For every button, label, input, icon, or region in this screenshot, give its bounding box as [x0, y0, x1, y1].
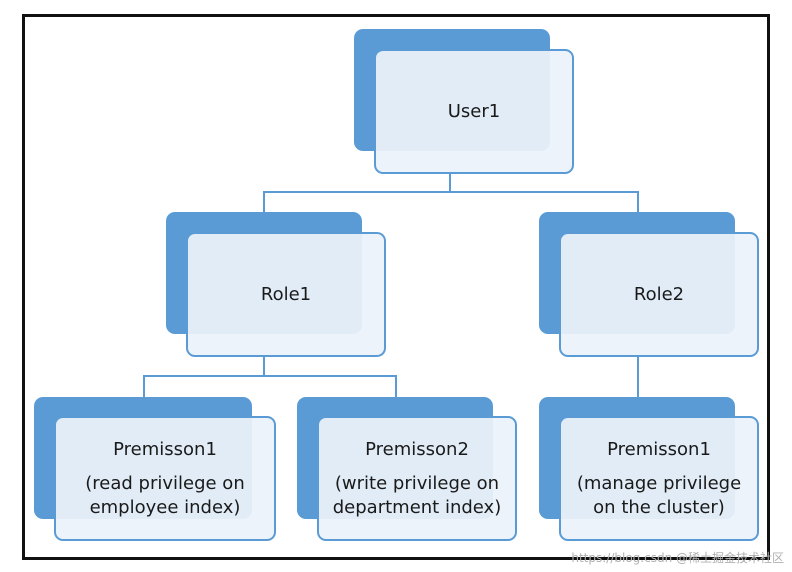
node-perm2-desc: (write privilege on department index)	[332, 472, 502, 518]
edge-user1-role2	[450, 191, 639, 212]
edge-user1-role1	[263, 173, 451, 212]
node-role1-title: Role1	[260, 283, 312, 305]
node-perm2-title: Premisson2	[365, 438, 469, 460]
node-perm3-title: Premisson1	[607, 438, 711, 460]
node-user1-title: User1	[447, 100, 501, 122]
node-role2-title: Role2	[633, 283, 685, 305]
edge-role1-perm2	[264, 375, 397, 397]
node-perm1-title: Premisson1	[113, 438, 217, 460]
node-perm1-desc: (read privilege on employee index)	[85, 472, 245, 518]
edge-role1-perm1	[143, 357, 265, 397]
node-perm3-desc: (manage privilege on the cluster)	[576, 472, 742, 518]
watermark-text: https://blog.csdn @稀土掘金技术社区	[571, 551, 784, 565]
